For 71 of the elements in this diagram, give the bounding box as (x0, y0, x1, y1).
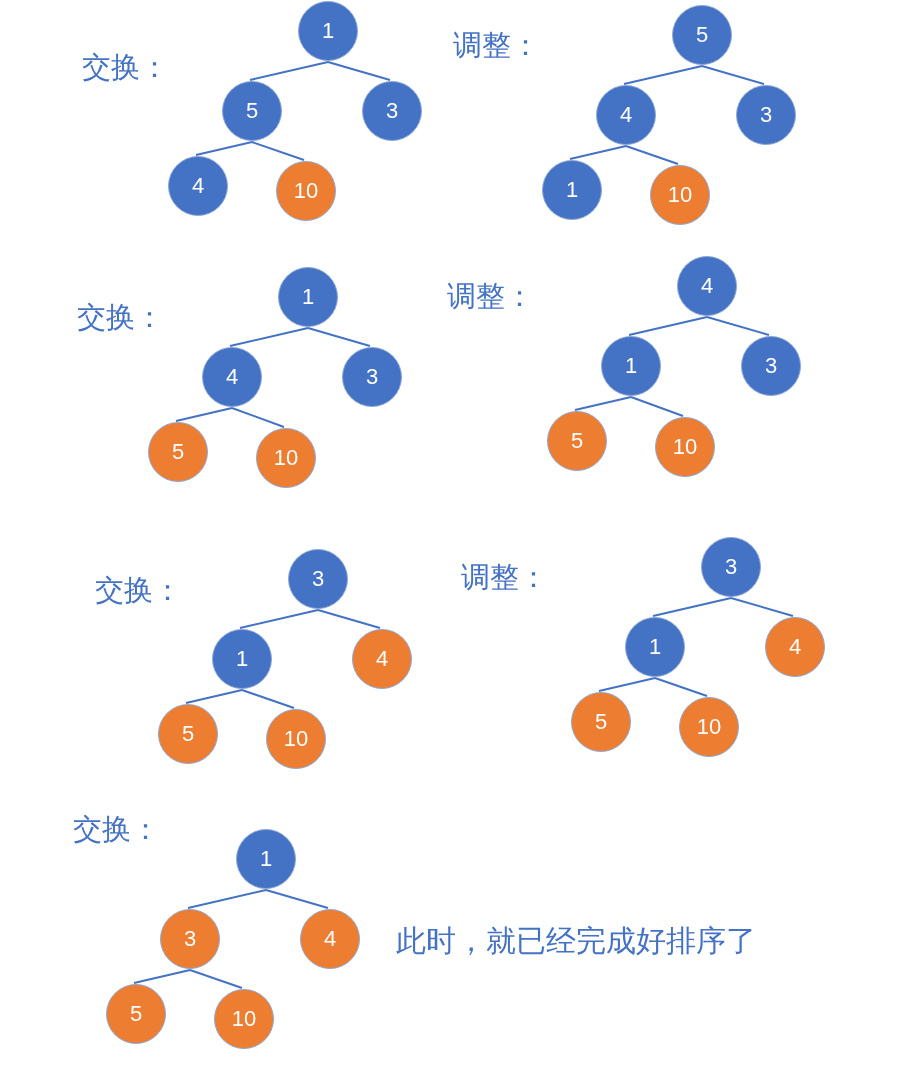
tree-edge (187, 889, 267, 909)
tree-edge (706, 316, 770, 336)
tree-node-circle: 1 (601, 336, 661, 396)
tree-node-circle: 10 (650, 165, 710, 225)
tree-edge (241, 689, 295, 709)
tree-edge (623, 65, 703, 85)
tree-node-circle: 3 (362, 81, 422, 141)
tree-node-circle: 10 (214, 989, 274, 1049)
tree-edge (249, 61, 329, 81)
tree-edge (175, 407, 233, 422)
tree-node-circle: 5 (148, 422, 208, 482)
tree-node-circle: 3 (701, 537, 761, 597)
tree-node-circle: 3 (342, 347, 402, 407)
tree-node-circle: 4 (765, 617, 825, 677)
tree-node-circle: 10 (256, 428, 316, 488)
tree-edge (195, 141, 253, 156)
tree-edge (133, 969, 191, 984)
tree-edge (574, 396, 632, 411)
tree-edge (185, 689, 243, 704)
tree-node-circle: 3 (160, 909, 220, 969)
tree-edge (239, 609, 319, 629)
tree-node-circle: 10 (276, 161, 336, 221)
tree-edge (598, 677, 656, 692)
tree-node-circle: 3 (741, 336, 801, 396)
tree-edge (327, 61, 391, 81)
tree-node-circle: 10 (655, 417, 715, 477)
step-label: 调整： (453, 28, 540, 63)
tree-node-circle: 1 (278, 267, 338, 327)
step-label: 交换： (73, 812, 160, 847)
tree-node-circle: 3 (736, 85, 796, 145)
tree-edge (730, 597, 794, 617)
tree-node-circle: 5 (158, 704, 218, 764)
tree-edge (317, 609, 381, 629)
step-label: 交换： (82, 50, 169, 85)
tree-node-circle: 1 (625, 617, 685, 677)
tree-edge (628, 316, 708, 336)
tree-edge (701, 65, 765, 85)
tree-edge (625, 145, 679, 165)
tree-node-circle: 4 (168, 156, 228, 216)
tree-edge (652, 597, 732, 617)
step-label: 调整： (447, 279, 534, 314)
tree-node-circle: 4 (596, 85, 656, 145)
tree-node-circle: 4 (202, 347, 262, 407)
tree-edge (654, 677, 708, 697)
tree-node-circle: 1 (212, 629, 272, 689)
tree-node-circle: 1 (542, 160, 602, 220)
step-label: 此时，就已经完成好排序了 (396, 923, 756, 959)
step-label: 调整： (461, 560, 548, 595)
tree-edge (307, 327, 371, 347)
tree-edge (189, 969, 243, 989)
tree-node-circle: 5 (571, 692, 631, 752)
tree-node-circle: 5 (547, 411, 607, 471)
tree-node-circle: 10 (679, 697, 739, 757)
step-label: 交换： (77, 300, 164, 335)
tree-edge (569, 145, 627, 160)
tree-node-circle: 4 (352, 629, 412, 689)
tree-edge (251, 141, 305, 161)
tree-edge (229, 327, 309, 347)
tree-node-circle: 4 (300, 909, 360, 969)
step-label: 交换： (95, 573, 182, 608)
tree-node-circle: 5 (106, 984, 166, 1044)
tree-node-circle: 1 (236, 829, 296, 889)
tree-node-circle: 4 (677, 256, 737, 316)
tree-node-circle: 5 (222, 81, 282, 141)
tree-node-circle: 5 (672, 5, 732, 65)
tree-edge (630, 396, 684, 417)
tree-edge (231, 407, 285, 428)
tree-node-circle: 10 (266, 709, 326, 769)
tree-edge (265, 889, 329, 909)
tree-node-circle: 1 (298, 1, 358, 61)
tree-node-circle: 3 (288, 549, 348, 609)
